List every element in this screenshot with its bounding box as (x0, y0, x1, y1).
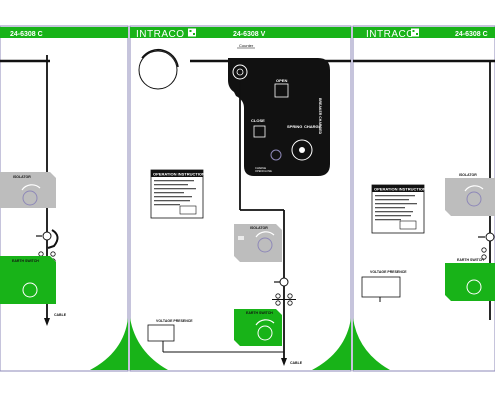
center-earth-switch-label: EARTH SWITCH (246, 311, 273, 315)
center-switch-symbol (272, 277, 296, 306)
center-isolator-plate (234, 224, 282, 262)
center-qr-icon (188, 28, 196, 37)
left-green-foot (90, 318, 128, 370)
right-operation-instructions (371, 184, 425, 234)
left-isolator-label: ISOLATOR (13, 175, 31, 179)
right-isolator-label: ISOLATOR (459, 173, 477, 177)
right-panel-code: 24-6308 C (455, 31, 488, 38)
counter-label: Counter (239, 43, 254, 48)
center-header (130, 27, 351, 38)
right-qr-icon (411, 28, 419, 37)
right-left-green-foot (353, 318, 390, 370)
right-switch-symbol (478, 232, 495, 260)
center-cable-label: CABLE (290, 361, 303, 365)
right-earth-switch-label: EARTH SWITCH (457, 258, 484, 262)
right-isolator-plate (445, 178, 495, 216)
center-voltage-presence-label: VOLTAGE PRESENCE (156, 319, 193, 323)
right-brand: INTRACO (366, 29, 415, 40)
center-voltage-presence-box (147, 324, 175, 342)
right-voltage-presence-box (361, 276, 401, 298)
center-dial (138, 48, 179, 90)
center-right-green-foot (312, 318, 351, 370)
right-header (353, 27, 495, 38)
left-earth-switch-label: EARTH SWITCH (12, 259, 39, 263)
breaker-charged-label: BREAKER CHARGED (318, 98, 322, 134)
center-operation-instructions (150, 169, 204, 219)
right-operation-title: OPERATION INSTRUCTIONS (374, 187, 429, 192)
open-label: OPEN (276, 78, 287, 83)
left-isolator-plate (0, 172, 56, 208)
left-switch-symbol (36, 229, 59, 264)
center-operation-title: OPERATION INSTRUCTIONS (153, 172, 208, 177)
left-panel-code: 24-6308 C (10, 31, 43, 38)
center-earth-switch-plate (234, 309, 282, 346)
center-panel-code: 24-6308 V (233, 31, 266, 38)
left-header (0, 27, 128, 38)
center-brand: INTRACO (136, 29, 185, 40)
left-earth-switch-plate (0, 256, 56, 304)
center-left-green-foot (130, 318, 168, 370)
close-label: CLOSE (251, 118, 265, 123)
right-voltage-presence-label: VOLTAGE PRESENCE (370, 270, 407, 274)
mechanism-block (228, 58, 330, 176)
spring-label: SPRING (287, 124, 302, 129)
left-cable-label: CABLE (54, 313, 67, 317)
right-earth-switch-plate (445, 263, 495, 301)
center-isolator-label: ISOLATOR (250, 226, 268, 230)
charge-label: CHARGE (304, 124, 322, 129)
